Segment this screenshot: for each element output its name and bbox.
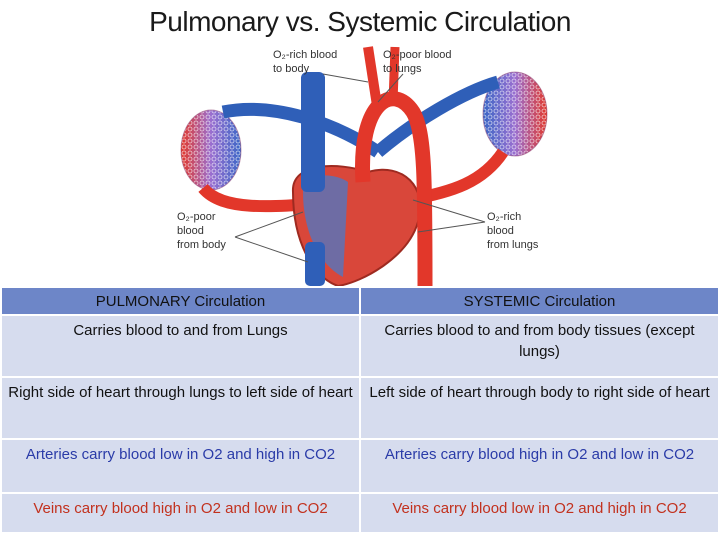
comparison-table: PULMONARY Circulation SYSTEMIC Circulati… — [0, 286, 720, 534]
aorta — [355, 91, 433, 286]
left-lung-capillaries — [180, 109, 242, 191]
label-o2-rich-from-lungs-3: from lungs — [487, 239, 539, 251]
label-o2-rich-to-body-2: to body — [273, 63, 310, 75]
circulation-diagram: O₂-rich blood to body O₂-poor blood to l… — [163, 42, 555, 286]
cell-systemic: Veins carry blood low in O2 and high in … — [361, 494, 718, 532]
cell-systemic: Carries blood to and from body tissues (… — [361, 316, 718, 376]
cell-systemic: Arteries carry blood high in O2 and low … — [361, 440, 718, 492]
cell-pulmonary: Carries blood to and from Lungs — [2, 316, 359, 376]
table-header-row: PULMONARY Circulation SYSTEMIC Circulati… — [2, 288, 718, 314]
page-title: Pulmonary vs. Systemic Circulation — [149, 6, 571, 37]
label-o2-poor-from-body-1: O₂-poor — [177, 211, 216, 223]
header-pulmonary: PULMONARY Circulation — [2, 288, 359, 314]
label-o2-poor-from-body-2: blood — [177, 225, 204, 237]
cell-systemic: Left side of heart through body to right… — [361, 378, 718, 438]
cell-pulmonary: Veins carry blood high in O2 and low in … — [2, 494, 359, 532]
table-row: Carries blood to and from Lungs Carries … — [2, 316, 718, 376]
label-o2-rich-to-body-1: O₂-rich blood — [273, 49, 337, 61]
header-systemic: SYSTEMIC Circulation — [361, 288, 718, 314]
label-o2-poor-to-lungs-2: to lungs — [383, 63, 422, 75]
table-row: Arteries carry blood low in O2 and high … — [2, 440, 718, 492]
cell-pulmonary: Right side of heart through lungs to lef… — [2, 378, 359, 438]
label-o2-rich-from-lungs-2: blood — [487, 225, 514, 237]
right-heart-side — [303, 175, 348, 277]
inferior-vena-cava — [305, 242, 325, 286]
label-o2-rich-from-lungs-1: O₂-rich — [487, 211, 521, 223]
right-lung-capillaries — [482, 71, 548, 157]
cell-pulmonary: Arteries carry blood low in O2 and high … — [2, 440, 359, 492]
label-o2-poor-to-lungs-1: O₂-poor blood — [383, 49, 451, 61]
table-row: Veins carry blood high in O2 and low in … — [2, 494, 718, 532]
right-pulmonary-artery — [373, 75, 500, 157]
heart-lungs-illustration: O₂-rich blood to body O₂-poor blood to l… — [163, 42, 555, 286]
table-row: Right side of heart through lungs to lef… — [2, 378, 718, 438]
vena-cava — [301, 72, 325, 192]
label-o2-poor-from-body-3: from body — [177, 239, 226, 251]
